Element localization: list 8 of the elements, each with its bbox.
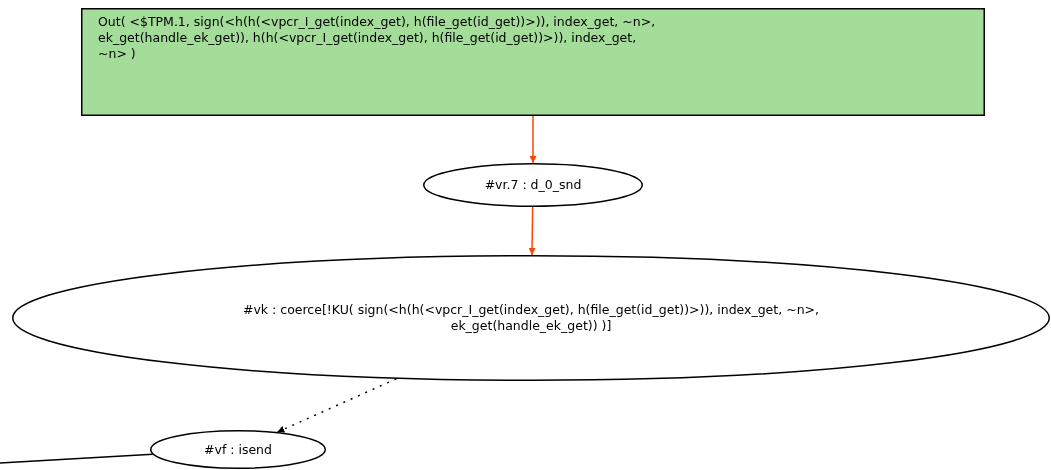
arrow: [528, 206, 536, 256]
node-label: #vr.7 : d_0_snd: [483, 177, 583, 193]
node-label: #vf : isend: [203, 441, 273, 458]
node-label: #vk : coerce[!KU( sign(<h(h(<vpcr_I_get(index_get), h(file_get(id_get))>)), index_get, ~n>, ek_get(handle_ek_get)) )]: [242, 302, 820, 334]
connector-line: [0, 453, 154, 464]
arrow: [276, 378, 398, 433]
node-label: Out( <$TPM.1, sign(<h(h(<vpcr_I_get(index_get), h(file_get(id_get))>)), index_get, ~n>, ek_get(handle_ek_get)), h(h(<vpcr_I_get(index_get), h(file_get(id_get))>)), index_get, ~n> ): [98, 14, 657, 62]
arrow: [529, 115, 537, 164]
